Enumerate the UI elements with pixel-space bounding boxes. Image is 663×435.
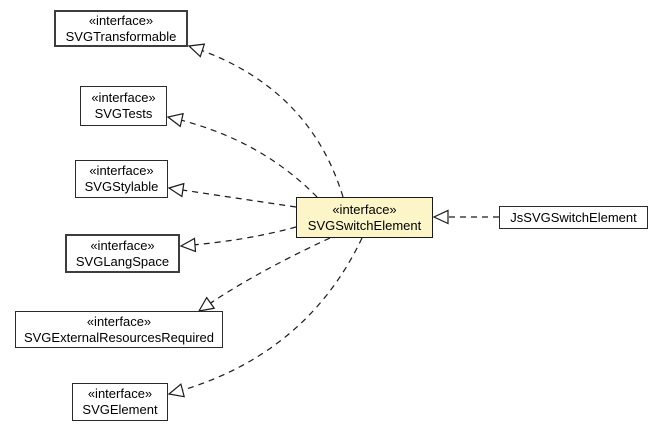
interface-name: SVGStylable — [84, 179, 159, 194]
stereotype-label: «interface» — [332, 201, 397, 217]
class-name: JsSVGSwitchElement — [510, 209, 637, 225]
stereotype-label: «interface» — [86, 313, 152, 329]
edge-switch-to-tests — [166, 112, 318, 198]
node-svg-switch-element[interactable]: «interface» SVGSwitchElement — [296, 197, 433, 238]
edge-switch-to-element — [167, 237, 363, 398]
interface-name: SVGElement — [82, 402, 158, 417]
edge-switch-to-stylable — [167, 182, 297, 208]
stereotype-label: «interface» — [87, 386, 153, 401]
stereotype-label: «interface» — [89, 163, 154, 178]
interface-name: SVGTransformable — [65, 28, 177, 44]
node-svg-element[interactable]: «interface» SVGElement — [72, 383, 168, 421]
interface-name: SVGSwitchElement — [307, 217, 422, 233]
node-svg-stylable[interactable]: «interface» SVGStylable — [75, 160, 168, 198]
edge-switch-to-langspace — [179, 226, 297, 253]
stereotype-label: «interface» — [90, 237, 155, 253]
node-svg-external-resources-required[interactable]: «interface» SVGExternalResourcesRequired — [15, 311, 223, 348]
interface-name: SVGExternalResourcesRequired — [23, 329, 215, 345]
interface-name: SVGTests — [94, 106, 153, 121]
node-svg-transformable[interactable]: «interface» SVGTransformable — [54, 10, 188, 47]
stereotype-label: «interface» — [91, 90, 156, 105]
edge-switch-to-transformable — [187, 43, 344, 198]
interface-name: SVGLangSpace — [75, 253, 170, 269]
edge-switch-to-external-resources-required — [197, 237, 331, 312]
node-svg-langspace[interactable]: «interface» SVGLangSpace — [65, 234, 180, 273]
node-js-svg-switch-element[interactable]: JsSVGSwitchElement — [499, 206, 648, 229]
stereotype-label: «interface» — [88, 12, 154, 28]
node-svg-tests[interactable]: «interface» SVGTests — [80, 86, 167, 126]
